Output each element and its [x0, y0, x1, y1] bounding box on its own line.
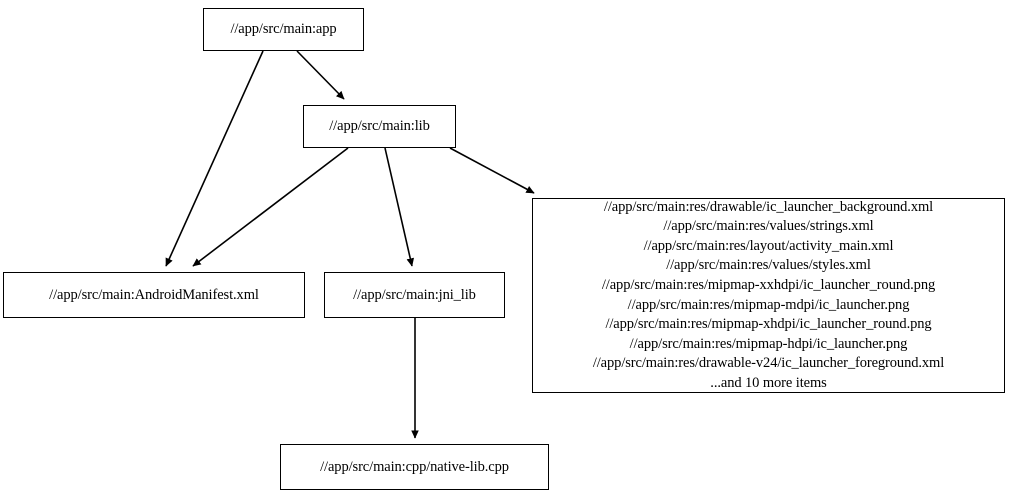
- graph-node-res-group[interactable]: //app/src/main:res/drawable/ic_launcher_…: [532, 198, 1005, 393]
- graph-node-android-manifest[interactable]: //app/src/main:AndroidManifest.xml: [3, 272, 305, 318]
- edge-lib-to-jni-lib: [384, 147, 415, 267]
- graph-node-native-lib-cpp[interactable]: //app/src/main:cpp/native-lib.cpp: [280, 444, 549, 490]
- graph-node-jni-lib[interactable]: //app/src/main:jni_lib: [324, 272, 505, 318]
- graph-node-jni-lib-label: //app/src/main:jni_lib: [353, 286, 476, 303]
- graph-node-native-lib-cpp-label: //app/src/main:cpp/native-lib.cpp: [320, 458, 509, 475]
- graph-node-lib-label: //app/src/main:lib: [329, 118, 430, 135]
- edge-lib-to-res: [449, 147, 535, 194]
- edge-app-to-lib: [296, 50, 345, 100]
- graph-node-app-label: //app/src/main:app: [230, 21, 337, 38]
- graph-node-app[interactable]: //app/src/main:app: [203, 8, 364, 51]
- graph-node-res-group-label: //app/src/main:res/drawable/ic_launcher_…: [592, 198, 945, 391]
- graph-node-android-manifest-label: //app/src/main:AndroidManifest.xml: [49, 286, 259, 303]
- edge-app-to-manifest: [165, 50, 264, 267]
- edge-lib-to-manifest: [192, 147, 349, 267]
- graph-node-lib[interactable]: //app/src/main:lib: [303, 105, 456, 148]
